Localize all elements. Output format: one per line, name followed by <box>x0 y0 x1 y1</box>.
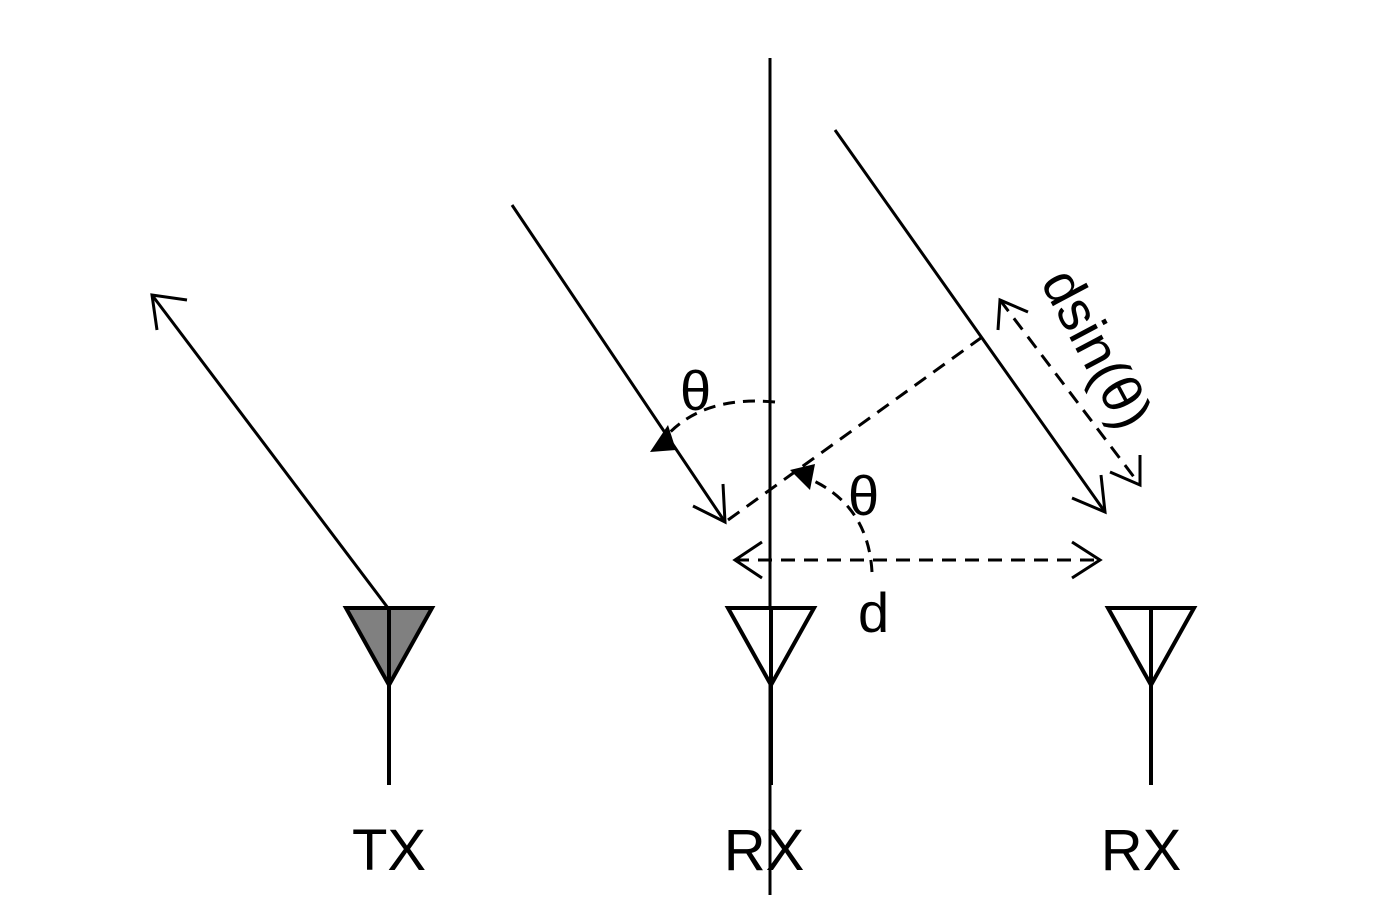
theta-arc-top-arrowhead <box>650 425 676 452</box>
theta-label-top: θ <box>680 359 711 422</box>
rx-antenna-2 <box>1104 606 1198 785</box>
wavefront-line <box>727 333 986 522</box>
spacing-label: d <box>858 581 889 644</box>
spacing-arrowhead-left <box>732 540 763 580</box>
path-difference-label: dsin(θ) <box>1029 258 1165 439</box>
dsin-arrow <box>996 297 1142 488</box>
tx-ray-arrowhead <box>150 293 188 331</box>
spacing-arrow <box>732 540 1103 580</box>
spacing-arrowhead-right <box>1071 540 1103 580</box>
incoming-ray-rx1 <box>510 204 727 525</box>
theta-arc-top <box>650 399 776 452</box>
incoming-ray-rx1-arrowhead <box>692 483 727 525</box>
tx-ray <box>150 293 390 609</box>
theta-label-bottom: θ <box>848 464 879 527</box>
tx-antenna <box>342 606 436 785</box>
tx-label: TX <box>352 818 426 883</box>
rx-label-1: RX <box>724 818 805 883</box>
incoming-ray-rx2 <box>833 129 1107 515</box>
dsin-arrowhead-top <box>996 297 1029 331</box>
incoming-ray-rx2-arrowhead <box>1071 474 1107 515</box>
theta-arc-bottom-arrowhead <box>790 464 815 490</box>
rx-antenna-1 <box>724 606 818 785</box>
theta-arc-bottom <box>790 464 874 573</box>
dsin-arrowhead-bottom <box>1109 455 1142 488</box>
rx-label-2: RX <box>1101 818 1182 883</box>
